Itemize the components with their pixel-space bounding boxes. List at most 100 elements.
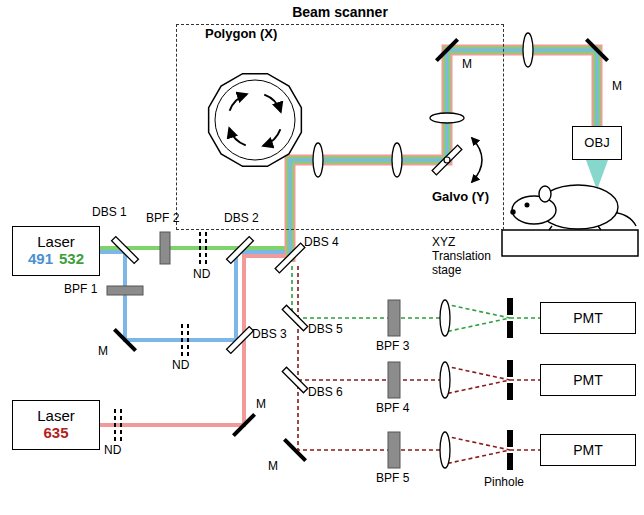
component-label: M [268,460,278,474]
dichroic-beamsplitter [282,305,307,330]
galvo-mirror [432,145,462,175]
pinhole [507,383,513,400]
component-label: BPF 4 [376,402,409,416]
laser-title: Laser [37,233,75,250]
lens [523,33,533,67]
component-label: DBS 6 [308,386,343,400]
component-label: XYZ Translation stage [432,236,502,277]
pinhole [507,298,513,315]
nd-filter [181,324,183,356]
component-label: M [98,345,108,359]
lens [440,432,450,468]
box-label: OBJ [584,136,609,151]
dichroic-beamsplitter [282,367,307,392]
laser-beam [100,252,290,340]
component-label: Galvo (Y) [432,190,489,205]
component-label: ND [193,268,210,282]
region-heading: Beam scanner [176,4,504,20]
laser-title: Laser [37,407,75,424]
mirror [586,39,607,60]
translation-stage [502,230,638,256]
emission-beam [445,436,510,464]
polygon-scanner [264,95,280,112]
component-label: Pinhole [484,476,524,490]
component-label: M [612,80,622,94]
dichroic-beamsplitter [112,237,308,393]
mouse-illustration [511,210,515,214]
nd-filter [199,232,201,264]
galvo-mirror [432,138,482,182]
nd-filter [115,232,206,441]
pinhole [507,453,513,470]
mirror [436,39,457,60]
emission-beam [445,304,510,332]
component-label: ND [172,359,189,373]
component-label: DBS 4 [304,236,339,250]
bandpass-filter [388,432,400,468]
polygon-scanner [209,74,302,167]
box-label: PMT [573,372,603,388]
emission-beam [510,449,540,451]
lens [430,113,464,123]
wavelength-row: 635 [40,424,71,442]
wavelength-row: 491 532 [25,250,87,268]
box-label: PMT [573,442,603,458]
polygon-scanner [215,80,295,160]
lens [392,143,402,177]
component-label: BPF 2 [146,212,179,226]
emission-beam [445,366,510,394]
component-label: BPF 1 [64,283,97,297]
bandpass-filter [160,232,170,264]
mirror [114,329,135,350]
translation-stage [502,230,638,256]
mirror [233,414,254,435]
bandpass-filter [388,300,400,336]
bandpass-filter [388,362,400,398]
objective-box: OBJ [572,126,622,160]
detector-box: PMT [540,434,636,466]
dichroic-beamsplitter [112,237,139,264]
dichroic-beamsplitter [275,243,305,273]
polygon-scanner [230,94,247,110]
component-label: DBS 1 [92,206,127,220]
laser-box: Laser635 [12,400,100,450]
lens [440,362,450,398]
mouse-illustration [549,226,601,230]
polygon-scanner [209,74,302,167]
bandpass-filter [107,232,400,468]
box-label: PMT [573,310,603,326]
emission-beam [298,266,440,450]
pinhole [507,360,513,377]
emission-beam [510,317,540,319]
mouse-illustration [539,186,551,202]
emission-beam [292,266,440,318]
pinhole [507,321,513,338]
lens [313,33,533,468]
lens [313,143,323,177]
wavelength-number: 635 [43,424,68,441]
nd-filter [205,232,207,264]
laser-box: Laser491 532 [12,226,100,276]
component-label: DBS 5 [308,323,343,337]
component-label: BPF 5 [376,472,409,486]
component-label: DBS 3 [252,328,287,342]
bandpass-filter [107,286,143,295]
wavelength-number: 491 [28,250,53,267]
nd-filter [120,409,122,441]
nd-filter [114,409,116,441]
mouse-illustration [511,185,636,230]
mirror [284,439,305,460]
polygon-scanner [229,129,245,146]
emission-beam [298,379,440,381]
emission-beam [292,266,540,464]
polygon-scanner [264,129,281,145]
component-label: M [256,398,266,412]
detector-box: PMT [540,364,636,396]
component-label: BPF 3 [376,340,409,354]
galvo-mirror [472,138,482,182]
wavelength-number: 532 [59,250,84,267]
detector-box: PMT [540,302,636,334]
pinhole [507,430,513,447]
mouse-illustration [525,203,529,207]
nd-filter [187,324,189,356]
